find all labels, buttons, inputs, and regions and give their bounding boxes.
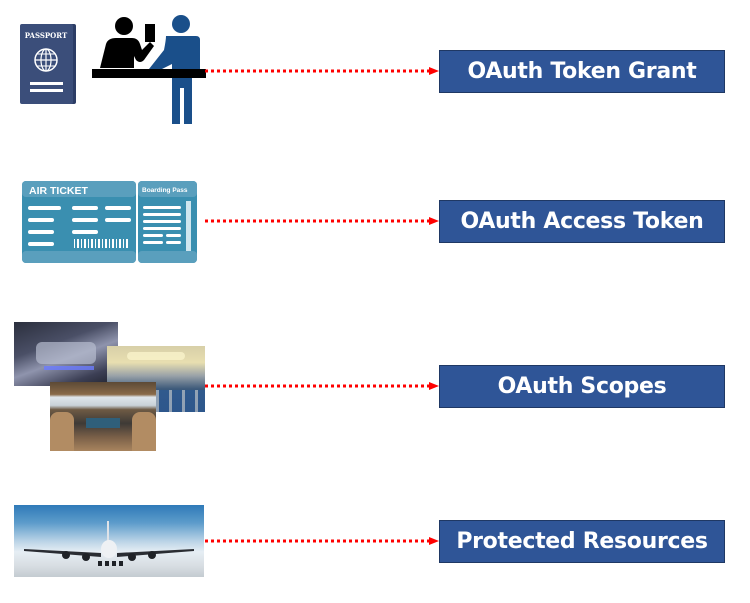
passport-text: PASSPORT	[25, 31, 68, 40]
connector-arrow-3	[205, 382, 439, 390]
private-cabin-photo	[14, 322, 118, 386]
boarding-pass-title: Boarding Pass	[142, 187, 188, 194]
oauth-scopes-box: OAuth Scopes	[439, 365, 725, 408]
connector-arrow-4	[205, 537, 439, 545]
connector-arrow-2	[205, 217, 439, 225]
oauth-token-grant-box: OAuth Token Grant	[439, 50, 725, 93]
airplane-photo	[14, 505, 204, 577]
oauth-access-token-box: OAuth Access Token	[439, 200, 725, 243]
air-ticket-title: AIR TICKET	[29, 185, 89, 197]
connector-arrow-1	[205, 67, 439, 75]
protected-resources-box: Protected Resources	[439, 520, 725, 563]
check-in-counter-icon	[92, 14, 208, 128]
passport-icon: PASSPORT	[20, 24, 76, 104]
air-ticket-icon: AIR TICKET Boarding Pass	[22, 181, 197, 263]
cockpit-photo	[50, 382, 156, 451]
